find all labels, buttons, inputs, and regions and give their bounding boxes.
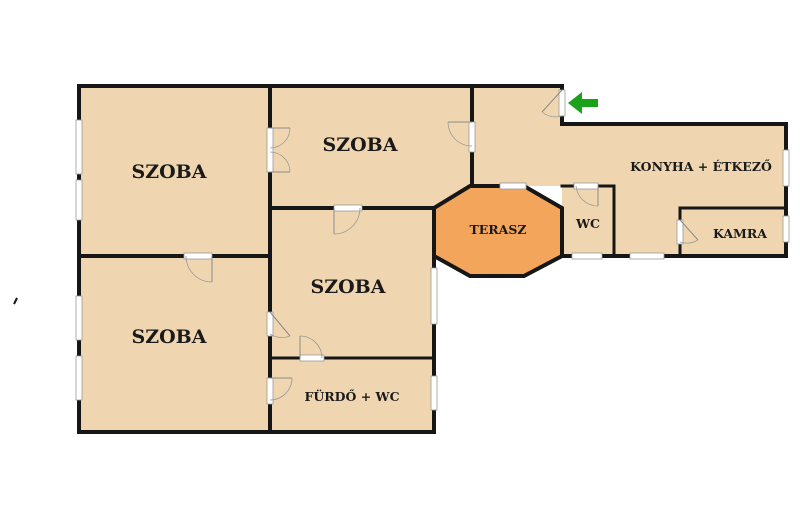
- door-arc: [269, 151, 291, 173]
- window: [75, 119, 83, 175]
- room-hallway: [472, 86, 562, 186]
- label-szoba-bottom-left: SZOBA: [132, 326, 207, 348]
- door-opening: [266, 311, 274, 337]
- label-kamra: KAMRA: [713, 226, 767, 241]
- door-arc: [269, 377, 293, 401]
- room-furdo-wc: [270, 358, 434, 432]
- wall-terrace-bottom: [432, 206, 565, 278]
- window: [75, 179, 83, 221]
- window: [430, 375, 438, 411]
- door-arc: [269, 333, 291, 338]
- room-wc: [562, 186, 614, 256]
- label-wc: WC: [575, 216, 600, 231]
- door-opening: [183, 252, 213, 260]
- arrow-left-icon: [568, 92, 598, 114]
- door-arc: [269, 127, 291, 149]
- label-szoba-middle: SZOBA: [311, 276, 386, 298]
- door-arc: [299, 335, 323, 359]
- room-szoba-top-left: [79, 86, 270, 256]
- window: [782, 215, 790, 243]
- label-terasz: TERASZ: [469, 222, 526, 237]
- window: [629, 252, 665, 260]
- walls: [77, 84, 788, 434]
- label-konyha-etkezo: KONYHA + ÉTKEZŐ: [630, 159, 772, 174]
- door-opening: [299, 354, 325, 362]
- door-leaf: [679, 219, 699, 241]
- door-opening: [333, 204, 363, 212]
- door-opening: [676, 219, 684, 245]
- door-arc: [541, 111, 563, 118]
- room-szoba-middle: [270, 208, 434, 358]
- label-szoba-top-middle: SZOBA: [323, 134, 398, 156]
- door-leaf: [541, 89, 563, 113]
- windows: [75, 119, 790, 411]
- window: [75, 355, 83, 401]
- room-kamra: [680, 208, 786, 256]
- window: [430, 267, 438, 325]
- window: [782, 149, 790, 187]
- door-opening: [573, 182, 599, 190]
- label-furdo-wc: FÜRDŐ + WC: [304, 388, 399, 404]
- door-arc: [185, 255, 213, 283]
- door-arc: [679, 239, 699, 244]
- door-opening: [266, 127, 274, 173]
- room-szoba-top-middle: [270, 86, 472, 208]
- door-leaf: [269, 311, 291, 337]
- door-arc: [333, 207, 361, 235]
- doors: [183, 89, 699, 405]
- stray-mark: [13, 297, 18, 305]
- door-arc: [447, 121, 473, 147]
- outer-wall: [77, 84, 788, 434]
- door-opening: [499, 182, 527, 190]
- door-arc: [575, 185, 599, 207]
- window: [571, 252, 603, 260]
- label-szoba-top-left: SZOBA: [132, 161, 207, 183]
- room-terasz: [434, 186, 562, 276]
- room-szoba-bottom-left: [79, 256, 270, 432]
- door-opening: [468, 121, 476, 153]
- door-opening: [558, 89, 566, 117]
- window: [75, 295, 83, 341]
